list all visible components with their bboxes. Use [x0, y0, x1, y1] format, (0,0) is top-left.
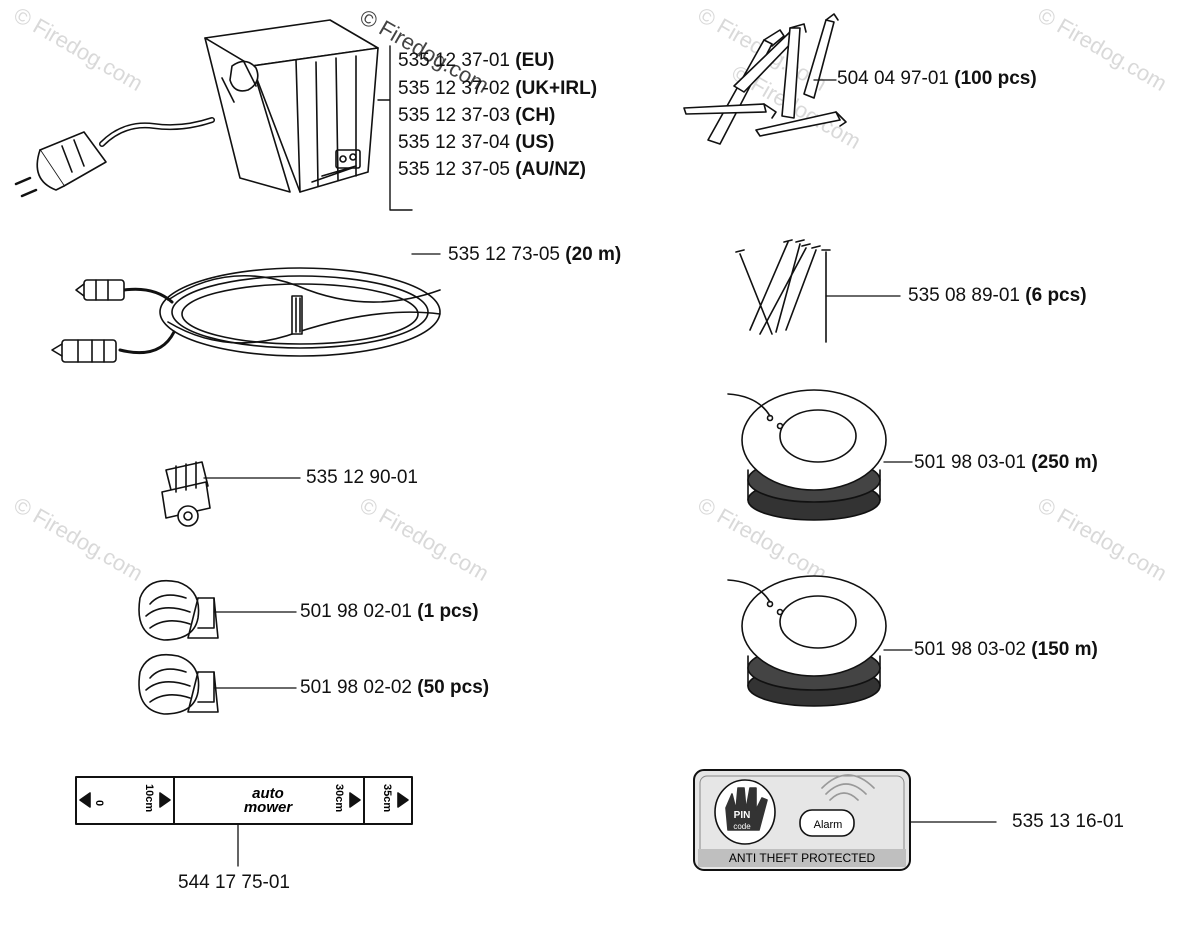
- power-supply-bracket: [377, 45, 413, 211]
- scale-mark-30cm: 30cm: [333, 784, 345, 812]
- wire-spool-250-drawing: [727, 389, 887, 521]
- cable-drawing: [51, 267, 441, 363]
- scale-logo-line2: mower: [244, 799, 294, 816]
- coupler-1-drawing: [138, 579, 219, 641]
- label-coupler-50: 501 98 02-02 (50 pcs): [300, 677, 490, 698]
- label-wire-150: 501 98 03-02 (150 m): [914, 639, 1098, 660]
- sticker-pin-label: PIN: [734, 810, 751, 821]
- label-coupler-1: 501 98 02-01 (1 pcs): [300, 601, 479, 622]
- label-power-supply-eu: 535 12 37-01 (EU): [398, 50, 555, 71]
- label-sticker: 535 13 16-01: [1012, 811, 1124, 832]
- sticker-code-label: code: [733, 822, 751, 831]
- scale-mark-0: 0: [93, 800, 105, 806]
- label-cable: 535 12 73-05 (20 m): [448, 244, 622, 265]
- label-pegs: 504 04 97-01 (100 pcs): [837, 68, 1037, 89]
- connector-drawing: [161, 461, 211, 527]
- sticker-banner: ANTI THEFT PROTECTED: [729, 851, 876, 865]
- label-wire-250: 501 98 03-01 (250 m): [914, 452, 1098, 473]
- label-power-supply-uk: 535 12 37-02 (UK+IRL): [398, 78, 598, 99]
- scale-logo-line1: auto: [252, 785, 284, 802]
- scale-mark-10cm: 10cm: [143, 784, 155, 812]
- coupler-50-drawing: [138, 653, 219, 715]
- nails-drawing: [735, 239, 831, 343]
- power-supply-drawing: [14, 19, 379, 198]
- wire-spool-150-drawing: [727, 575, 887, 707]
- sticker-drawing: [693, 769, 911, 871]
- sticker-alarm-label: Alarm: [814, 819, 843, 831]
- pegs-drawing: [683, 13, 847, 145]
- label-measure: 544 17 75-01: [178, 872, 290, 893]
- label-power-supply-au: 535 12 37-05 (AU/NZ): [398, 159, 586, 180]
- scale-mark-35cm: 35cm: [381, 784, 393, 812]
- label-power-supply-us: 535 12 37-04 (US): [398, 132, 555, 153]
- label-power-supply-ch: 535 12 37-03 (CH): [398, 105, 556, 126]
- measure-scale-drawing: [75, 776, 413, 825]
- label-connector: 535 12 90-01: [306, 467, 418, 488]
- label-nails: 535 08 89-01 (6 pcs): [908, 285, 1087, 306]
